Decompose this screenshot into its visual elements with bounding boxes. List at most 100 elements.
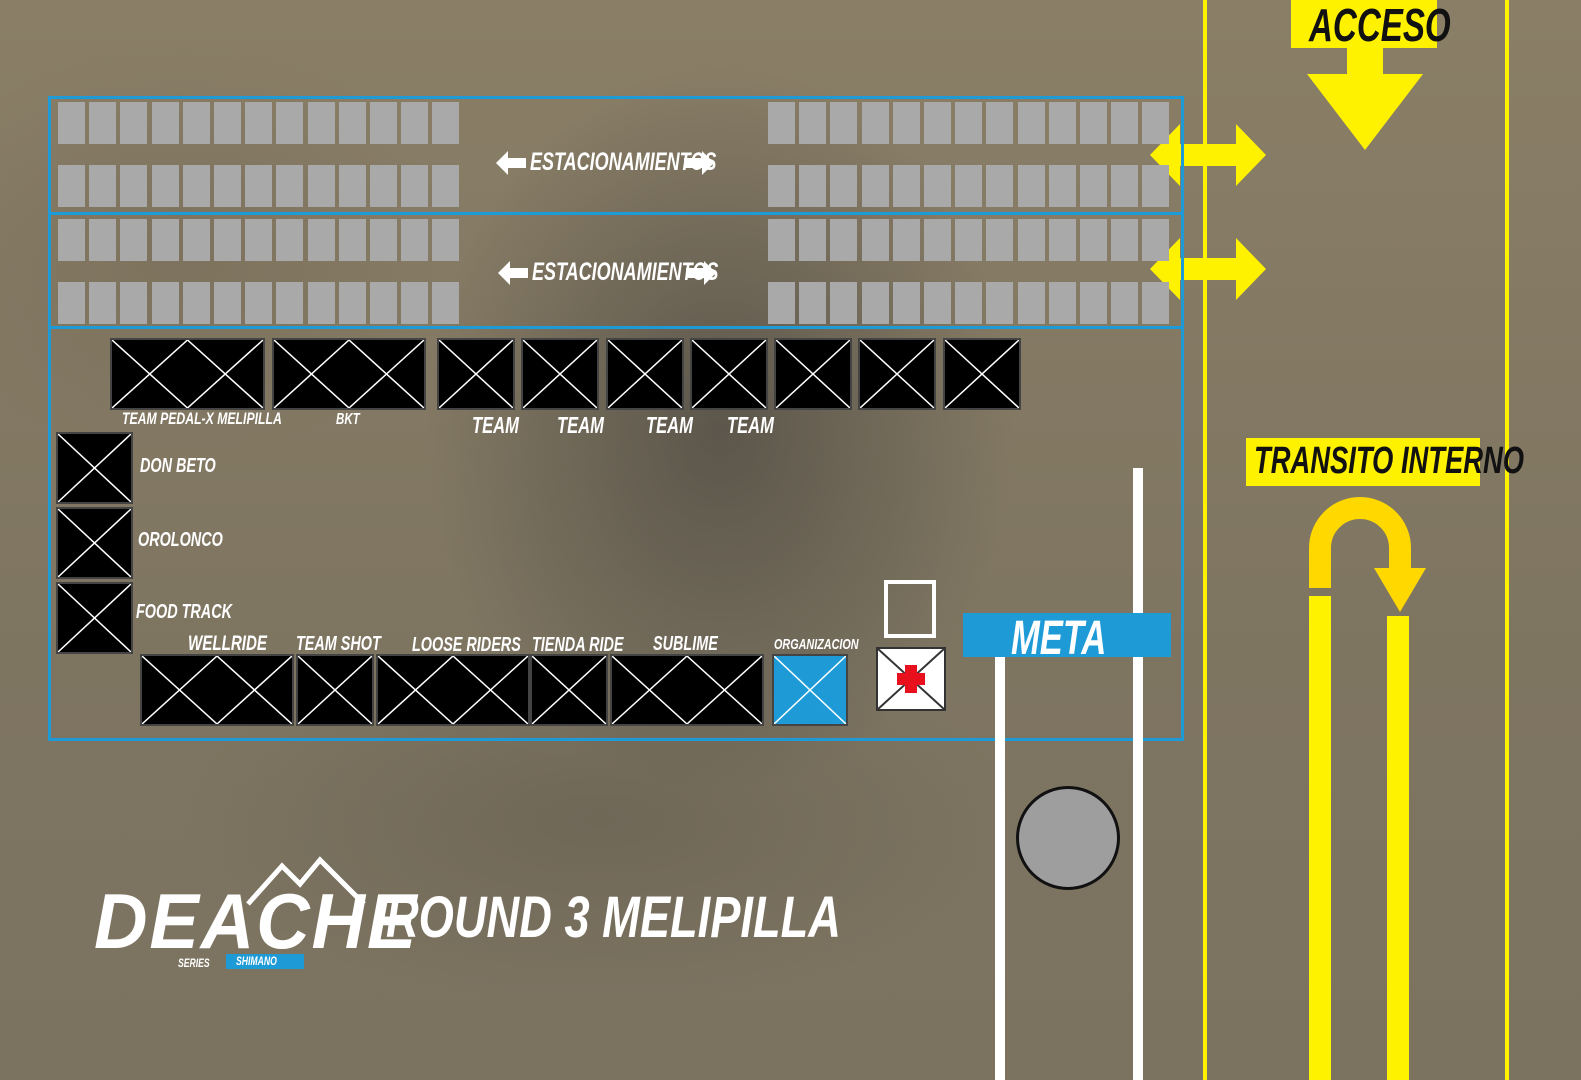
parking-slot [799,282,827,324]
cross-icon [774,656,846,724]
stand-label: DON BETO [140,455,216,477]
arrow-left-icon [498,261,528,285]
stand-label: TEAM [727,412,774,438]
parking-slot [1048,102,1076,144]
parking-slot [245,219,273,261]
parking-slot [986,219,1014,261]
parking-slot [182,219,210,261]
stand-label: TIENDA RIDE [532,634,624,656]
cross-icon [142,656,292,724]
parking-slot [955,282,983,324]
parking-slot [799,219,827,261]
cross-icon [112,340,263,408]
cross-icon [298,656,372,724]
parking-slot [1080,219,1107,261]
parking-slot [214,282,241,324]
parking-slot [924,282,951,324]
parking-slot [955,219,983,261]
parking-slot [401,165,429,207]
parking-slot [370,219,397,261]
stand [56,507,133,579]
stand [858,338,936,410]
parking-slot [986,102,1014,144]
stand-label: TEAM [472,412,519,438]
cross-icon [608,340,682,408]
parking-slot [1111,219,1139,261]
parking-slot [370,282,397,324]
parking-slot [986,165,1014,207]
parking-slot [401,102,429,144]
cross-icon [692,340,766,408]
parking-slot [892,282,920,324]
parking-slot [768,282,795,324]
parking-slot [1111,282,1139,324]
parking-slot [768,219,795,261]
stand [690,338,768,410]
parking-slot [1048,165,1076,207]
parking-slot [120,165,148,207]
stand-label: WELLRIDE [188,632,267,655]
cross-icon [612,656,762,724]
cross-icon [532,656,606,724]
organization-stand [772,654,848,726]
parking-slot [338,165,366,207]
parking-slot [182,102,210,144]
parking-slot [1142,282,1170,324]
u-turn-arrow-icon [1309,497,1426,1080]
parking-slot [338,219,366,261]
road-edge-left [1203,0,1207,1080]
parking-slot [89,102,117,144]
parking-slot [214,165,241,207]
parking-slot [245,165,273,207]
parking-slot [892,219,920,261]
parking-slot [89,219,117,261]
parking-slot [245,282,273,324]
stand [521,338,599,410]
parking-slot [214,102,241,144]
cross-icon [776,340,850,408]
divider-line [48,326,1184,329]
parking-slot [182,282,210,324]
parking-slot [768,165,795,207]
internal-transit-sign: TRANSITO INTERNO [1246,438,1524,486]
parking-slot [307,102,335,144]
parking-slot [830,165,858,207]
shimano-badge [226,954,304,969]
stand [110,338,265,410]
stand [606,338,684,410]
parking-slot [370,165,397,207]
parking-slot [370,102,397,144]
parking-slot [861,165,889,207]
parking-slot [151,219,179,261]
stand [610,654,764,726]
arrow-right-icon [684,151,714,175]
parking-slot [768,102,795,144]
parking-slot [307,219,335,261]
stand-label: OROLONCO [138,529,223,551]
parking-slot [861,282,889,324]
mountain-icon [246,856,366,906]
parking-slot [1017,102,1045,144]
parking-slot [276,282,304,324]
stand-label: BKT [336,411,360,428]
parking-slot [830,102,858,144]
parking-slot [120,282,148,324]
cross-icon [945,340,1019,408]
parking-slot [276,102,304,144]
parking-slot [1017,219,1045,261]
double-arrow-icon [1150,124,1266,186]
medical-tent-icon [876,647,946,711]
parking-slot [955,102,983,144]
parking-slot [276,165,304,207]
parking-slot [120,219,148,261]
parking-slot [120,102,148,144]
finish-banner: META [963,612,1171,665]
parking-slot [892,165,920,207]
parking-slot [338,102,366,144]
parking-slot [151,282,179,324]
road-edge-right [1505,0,1509,1080]
parking-slot [1017,282,1045,324]
parking-slot [955,165,983,207]
stand-label: LOOSE RIDERS [412,634,521,656]
logo-text: DEACHE [94,877,419,965]
